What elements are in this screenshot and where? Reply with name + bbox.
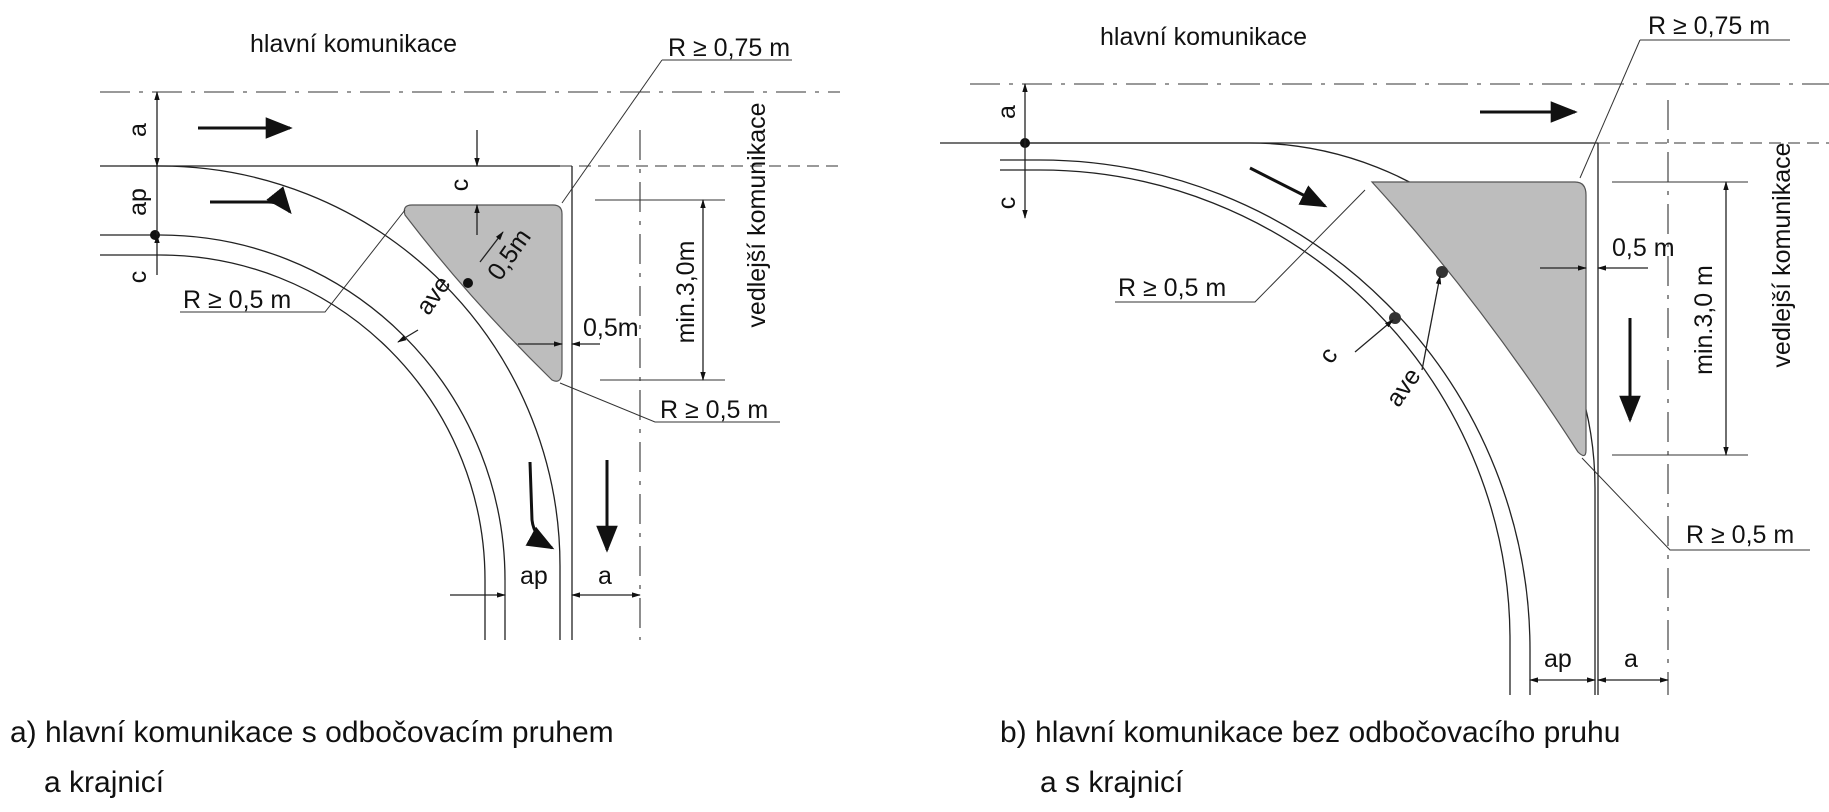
dim-05m-diagonal	[479, 231, 504, 263]
label-main-road: hlavní komunikace	[250, 30, 457, 58]
b-label-ave: ave	[1380, 363, 1426, 412]
b-traffic-island	[1370, 181, 1587, 457]
b-dim-ave	[1421, 275, 1442, 371]
label-ap-left: ap	[124, 188, 152, 216]
leader-r05-bottom	[559, 382, 780, 423]
b-label-c-mid: c	[1313, 342, 1343, 368]
b-label-side-road: vedlejší komunikace	[1768, 142, 1796, 367]
label-ave: ave	[410, 271, 456, 320]
b-label-a-left: a	[993, 105, 1021, 119]
label-c-left: c	[124, 271, 152, 284]
b-label-radius-bottom: R ≥ 0,5 m	[1686, 521, 1794, 549]
b-label-main-road: hlavní komunikace	[1100, 23, 1307, 51]
b-dim-c-mid	[1354, 319, 1394, 353]
b-leader-r05-bottom	[1581, 457, 1810, 551]
dim-ave	[397, 329, 419, 343]
label-side-road: vedlejší komunikace	[743, 102, 771, 327]
b-label-min-length: min.3,0 m	[1690, 265, 1718, 375]
traffic-island	[403, 204, 563, 382]
caption-b-line1: b) hlavní komunikace bez odbočovacího pr…	[1000, 716, 1620, 749]
traffic-arrow-turn-exit	[525, 461, 555, 550]
b-label-a-bottom: a	[1624, 645, 1638, 673]
b-shoulder-inner-curve	[1000, 169, 1511, 695]
caption-a-line2: a krajnicí	[44, 766, 165, 799]
label-a-bottom: a	[598, 562, 612, 590]
leader-r05-left	[180, 209, 406, 313]
diagram-b: a c c ave 0,5 m min.3,0 m ap a hlavní ko…	[940, 12, 1829, 799]
label-radius-bottom: R ≥ 0,5 m	[660, 396, 768, 424]
traffic-arrow-turning	[210, 186, 292, 215]
leader-r075	[561, 59, 663, 204]
b-label-radius-left: R ≥ 0,5 m	[1118, 274, 1226, 302]
label-05m: 0,5m	[583, 314, 639, 342]
edge-point-marker	[150, 230, 160, 240]
b-leader-r05-left	[1115, 189, 1366, 303]
diagram-a: a ap c c 0,5m ave 0,5m min.3,0m ap a	[10, 30, 840, 799]
b-leader-r075	[1579, 39, 1641, 179]
label-a-left: a	[124, 123, 152, 137]
b-label-radius-top: R ≥ 0,75 m	[1648, 12, 1770, 40]
label-c-top: c	[446, 179, 474, 192]
b-shoulder-outer-curve	[1000, 159, 1531, 695]
b-label-c-left: c	[993, 197, 1021, 210]
shoulder-inner-curve	[100, 254, 486, 640]
label-radius-top: R ≥ 0,75 m	[668, 34, 790, 62]
b-curve-point-inner	[1436, 266, 1448, 278]
label-min-length: min.3,0m	[672, 241, 700, 344]
label-radius-left: R ≥ 0,5 m	[183, 286, 291, 314]
caption-b-line2: a s krajnicí	[1040, 766, 1184, 799]
b-traffic-arrow-turning	[1249, 166, 1328, 208]
b-label-05m: 0,5 m	[1612, 234, 1675, 262]
caption-a-line1: a) hlavní komunikace s odbočovacím pruhe…	[10, 716, 614, 749]
turning-lane-outer-curve	[100, 165, 561, 640]
curve-point-marker	[463, 278, 473, 288]
b-label-ap-bottom: ap	[1544, 645, 1572, 673]
label-ap-bottom: ap	[520, 562, 548, 590]
